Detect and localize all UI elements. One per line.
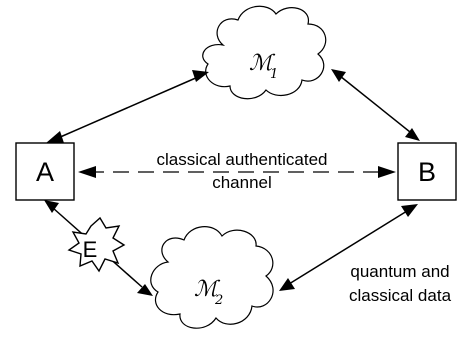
node-a: A xyxy=(15,142,75,201)
quantum-label-line2: classical data xyxy=(349,286,452,305)
arrowhead xyxy=(46,131,64,143)
arrowhead xyxy=(378,166,396,178)
arrowhead xyxy=(279,278,295,291)
node-a-label: A xyxy=(36,157,54,187)
eavesdropper-starburst xyxy=(67,216,126,273)
cloud-m2-shape xyxy=(150,226,274,329)
arrowhead xyxy=(192,70,209,82)
arrowhead xyxy=(401,204,418,217)
arrowhead xyxy=(78,166,96,178)
node-a-box xyxy=(15,142,75,201)
node-b: B xyxy=(397,142,457,201)
quantum-data-label: quantum and classical data xyxy=(349,262,452,305)
cloud-m1-symbol: ℳ xyxy=(249,51,276,76)
eavesdropper-e: E xyxy=(67,216,126,273)
cloud-m1-shape xyxy=(202,5,327,100)
cloud-m1-subscript: 1 xyxy=(270,67,278,82)
cloud-m2-subscript: 2 xyxy=(214,293,223,308)
classical-channel: classical authenticated channel xyxy=(78,150,396,192)
classical-channel-label-line1: classical authenticated xyxy=(156,150,327,169)
arrow-b-m2 xyxy=(279,204,418,291)
cloud-m2: ℳ 2 xyxy=(150,226,274,329)
node-b-label: B xyxy=(418,157,436,187)
cloud-m2-symbol: ℳ xyxy=(194,277,221,302)
classical-channel-label-line2: channel xyxy=(212,173,272,192)
arrowhead xyxy=(331,69,346,82)
eavesdropper-label: E xyxy=(83,237,98,262)
arrow-m1-b xyxy=(331,69,420,141)
cloud-m1: ℳ 1 xyxy=(202,5,327,100)
arrowhead xyxy=(405,128,420,141)
quantum-label-line1: quantum and xyxy=(350,262,449,281)
arrowhead xyxy=(44,200,59,213)
arrow-a-m1 xyxy=(46,70,209,143)
arrowhead xyxy=(137,284,153,296)
node-b-box xyxy=(397,142,457,201)
